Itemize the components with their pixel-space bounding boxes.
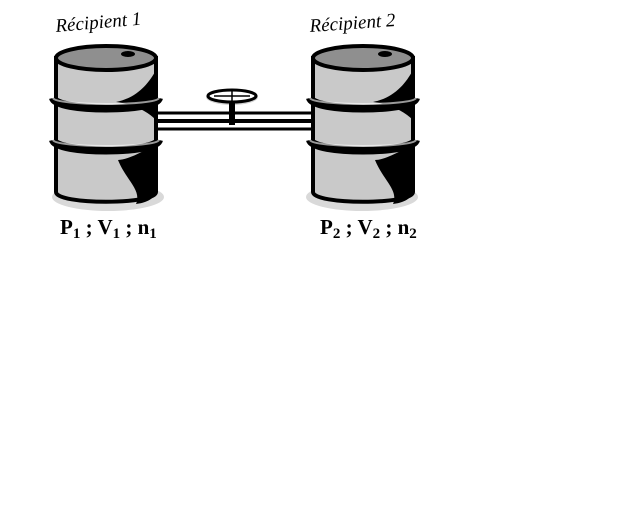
label-text: ; V [80, 215, 112, 239]
label-subscript: 1 [113, 226, 121, 242]
label-subscript: 2 [333, 226, 341, 242]
vessel-2-title: Récipient 2 [308, 10, 397, 37]
barrel-1 [53, 46, 159, 204]
barrel-2 [310, 46, 416, 204]
label-text: ; V [340, 215, 372, 239]
label-subscript: 2 [409, 226, 417, 242]
label-text: P [320, 215, 333, 239]
vessel-2-state-label: P2 ; V2 ; n2 [320, 215, 417, 242]
label-text: ; n [120, 215, 149, 239]
label-subscript: 1 [149, 226, 157, 242]
label-subscript: 2 [373, 226, 381, 242]
label-text: ; n [380, 215, 409, 239]
label-text: P [60, 215, 73, 239]
vessel-1-state-label: P1 ; V1 ; n1 [60, 215, 157, 242]
valve-icon [206, 88, 258, 125]
vessel-1-title: Récipient 1 [54, 9, 142, 38]
label-subscript: 1 [73, 226, 81, 242]
